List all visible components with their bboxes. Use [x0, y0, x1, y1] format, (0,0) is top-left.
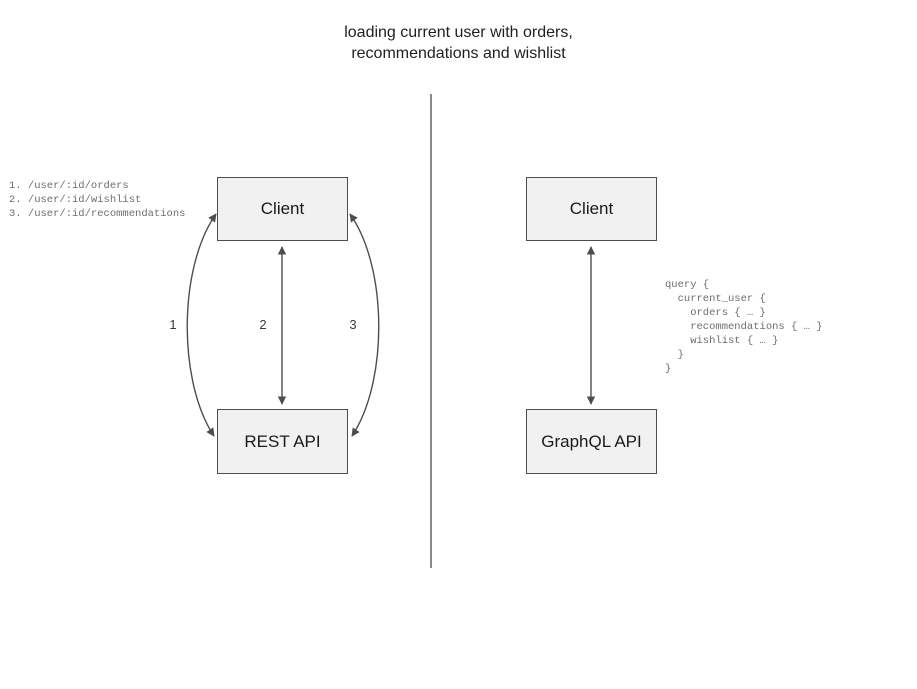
graphql-query-block: query { current_user { orders { … } reco…	[665, 279, 823, 375]
rest-edge-label-2: 2	[259, 317, 267, 332]
rest-edge-1-curve	[186, 213, 217, 437]
rest-edge-3-curve	[349, 213, 380, 437]
diagram-title: loading current user with orders, recomm…	[344, 24, 573, 62]
graphql-client-node[interactable]: Client	[526, 177, 657, 241]
rest-api-node[interactable]: REST API	[217, 409, 348, 474]
graphql-api-node[interactable]: GraphQL API	[526, 409, 657, 474]
rest-edge-label-3: 3	[349, 317, 357, 332]
rest-client-node[interactable]: Client	[217, 177, 348, 241]
rest-endpoint-list: 1. /user/:id/orders 2. /user/:id/wishlis…	[9, 180, 186, 220]
rest-edge-label-1: 1	[169, 317, 177, 332]
